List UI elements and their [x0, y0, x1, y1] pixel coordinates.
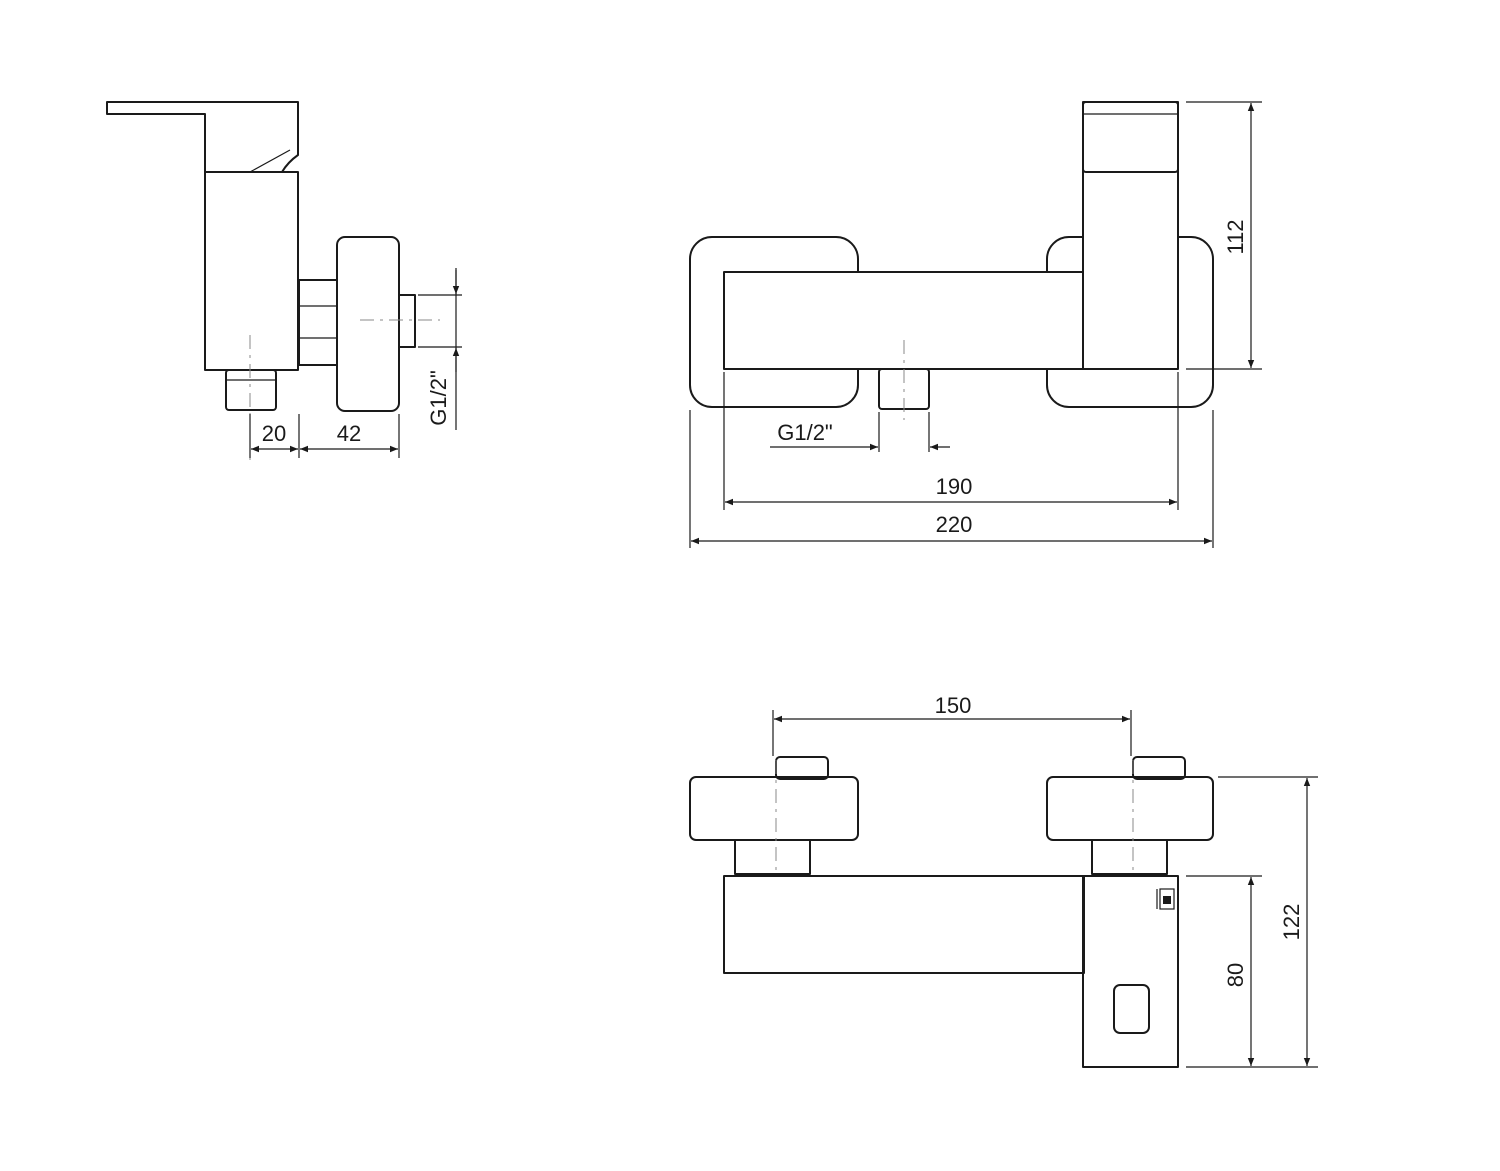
top-spout-outlet — [1113, 984, 1150, 1034]
top-left-inlet-stub — [775, 756, 829, 780]
top-left-rosette — [689, 776, 859, 841]
side-lever-handle — [106, 101, 299, 173]
side-body — [204, 171, 299, 371]
top-right-inlet-stub — [1132, 756, 1186, 780]
dim-front-thread: G1/2" — [777, 420, 833, 445]
top-horizontal-body — [723, 875, 1085, 974]
dim-front-overall-width: 220 — [936, 512, 973, 537]
dim-top-centers: 150 — [935, 693, 972, 718]
front-view: 112 G1/2" 190 220 — [689, 101, 1262, 548]
front-horizontal-body — [723, 271, 1085, 370]
side-wall-rosette — [336, 236, 400, 412]
dim-side-depth: 42 — [337, 421, 361, 446]
side-connector-nut — [298, 279, 338, 366]
dim-side-outlet-offset: 20 — [262, 421, 286, 446]
top-view: 150 80 122 — [689, 693, 1318, 1068]
dim-front-centers: 190 — [936, 474, 973, 499]
dim-top-body-depth: 80 — [1223, 963, 1248, 987]
top-mixer-column — [1082, 875, 1179, 1068]
brand-mark-icon — [1156, 888, 1175, 910]
side-inlet-stub — [398, 294, 416, 348]
dim-front-height: 112 — [1223, 219, 1248, 254]
side-bottom-outlet — [225, 369, 277, 411]
dim-side-thread: G1/2" — [426, 370, 451, 426]
top-right-rosette — [1046, 776, 1214, 841]
top-left-connector — [734, 839, 811, 875]
top-right-connector — [1091, 839, 1168, 875]
dim-top-overall-depth: 122 — [1279, 904, 1304, 941]
front-mixer-cap — [1082, 101, 1179, 173]
side-view: 20 42 G1/2" — [106, 101, 462, 460]
